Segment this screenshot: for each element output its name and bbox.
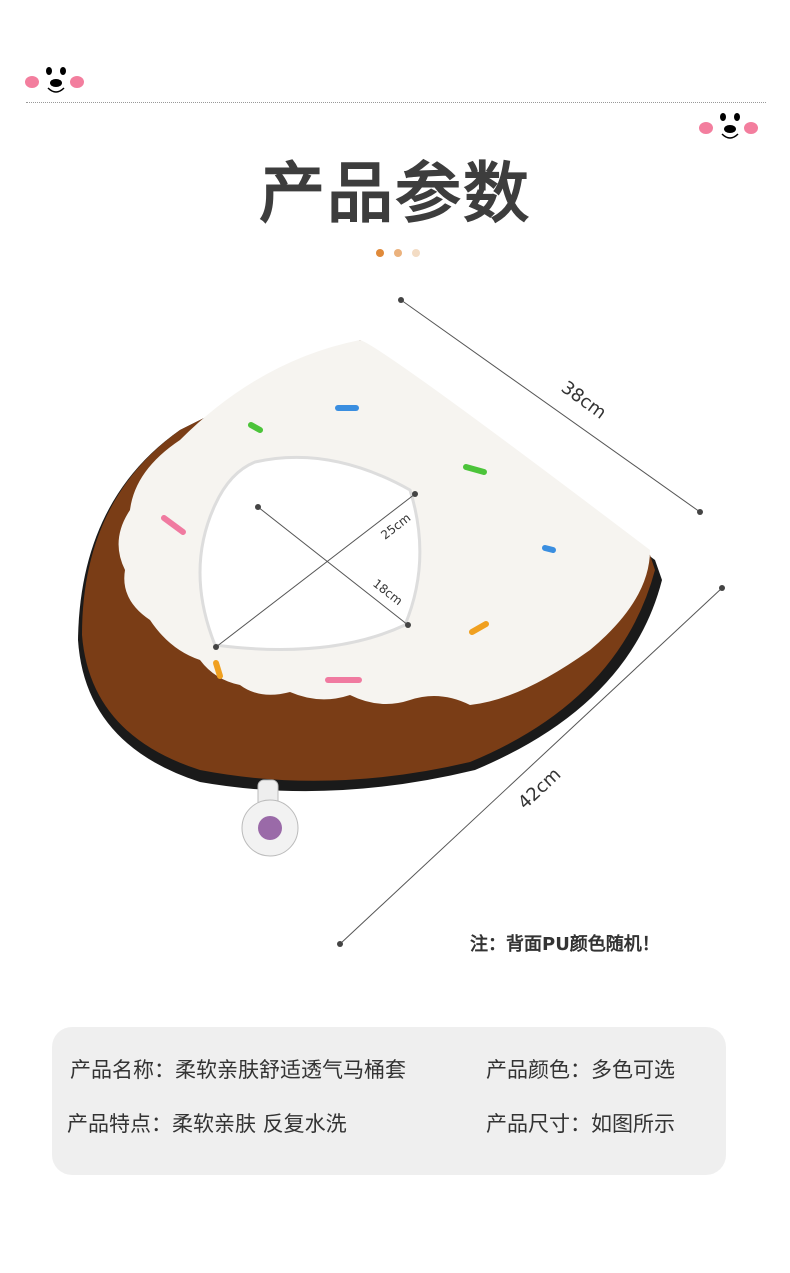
spec-name: 产品名称：柔软亲肤舒适透气马桶套 xyxy=(70,1058,406,1082)
spec-color: 产品颜色：多色可选 xyxy=(486,1058,675,1082)
page-title: 产品参数 xyxy=(259,155,531,232)
decorative-dots xyxy=(376,249,420,257)
smiley-face-icon xyxy=(25,67,84,93)
spec-features: 产品特点：柔软亲肤 反复水洗 xyxy=(67,1112,347,1136)
spec-panel xyxy=(52,1027,726,1175)
toilet-seat-cover-illustration: 38cm 42cm 25cm 18cm xyxy=(78,297,725,947)
spec-size: 产品尺寸：如图所示 xyxy=(486,1112,675,1136)
color-note: 注：背面PU颜色随机！ xyxy=(470,934,660,955)
smiley-face-icon xyxy=(699,113,758,139)
dotted-divider xyxy=(26,102,766,103)
dim-label-42: 42cm xyxy=(514,764,565,814)
